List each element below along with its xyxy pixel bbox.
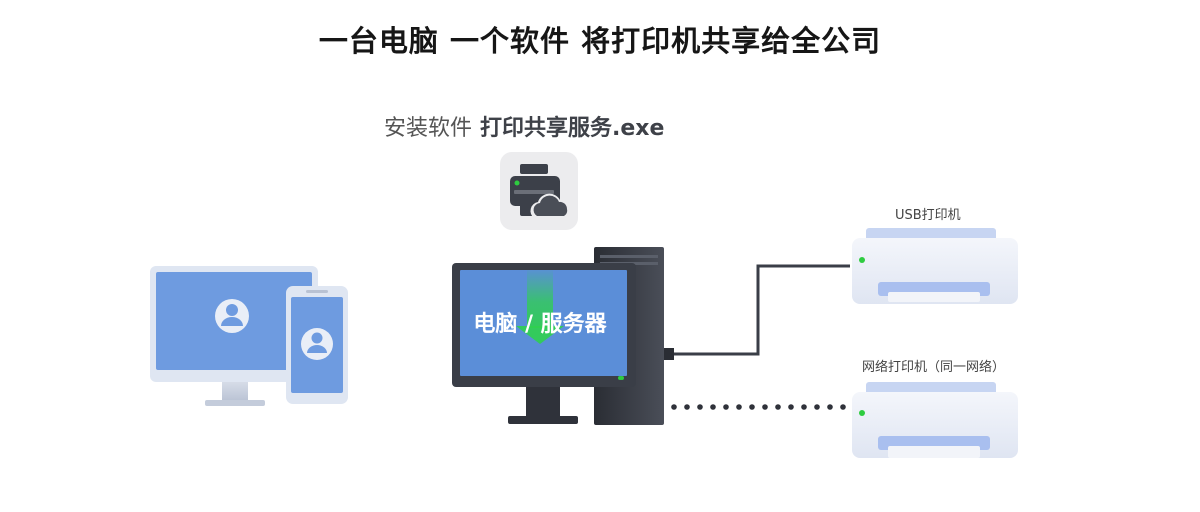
user-avatar-icon — [215, 299, 249, 333]
software-name: 打印共享服务.exe — [480, 116, 665, 141]
phone-icon — [286, 286, 348, 404]
printer-cloud-icon — [500, 152, 578, 230]
network-printer-icon — [852, 382, 1018, 458]
download-arrow-icon — [516, 270, 564, 344]
usb-cable — [674, 264, 850, 356]
usb-printer-icon — [852, 228, 1018, 304]
install-caption: 安装软件打印共享服务.exe — [384, 110, 664, 142]
user-avatar-icon — [301, 328, 333, 360]
usb-printer-label: USB打印机 — [895, 208, 961, 223]
server-screen-label: 电脑 / 服务器 — [473, 311, 607, 337]
network-connection-dots — [671, 404, 846, 410]
network-printer-label: 网络打印机（同一网络） — [862, 360, 1006, 375]
desktop-monitor-icon — [150, 266, 318, 406]
page-title: 一台电脑 一个软件 将打印机共享给全公司 — [318, 24, 882, 58]
install-prefix: 安装软件 — [384, 116, 473, 141]
pc-tower-icon: 电脑 / 服务器 — [452, 247, 674, 425]
